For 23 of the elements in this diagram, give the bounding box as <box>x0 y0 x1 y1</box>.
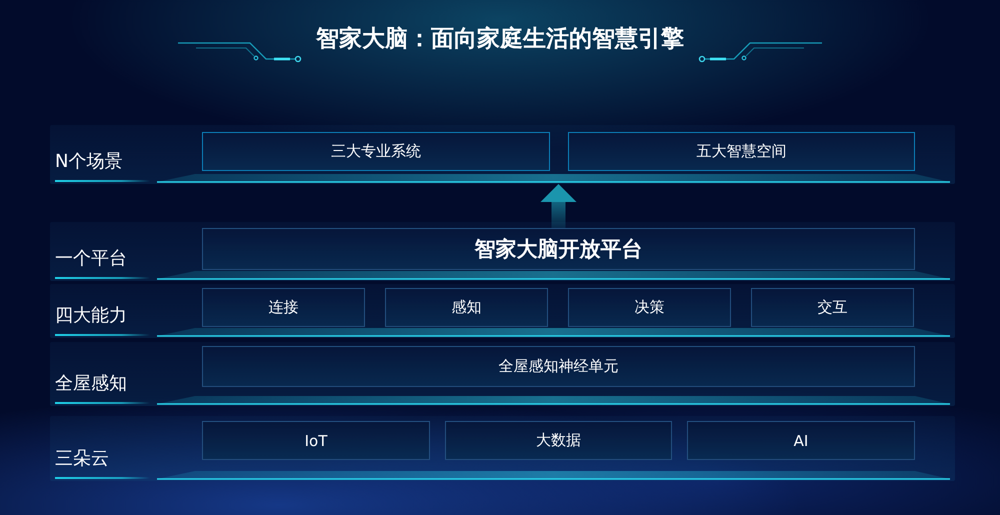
diagram-title: 智家大脑：面向家庭生活的智慧引擎 <box>316 25 684 54</box>
layer-label: 一个平台 <box>55 248 150 279</box>
module-box: 全屋感知神经单元 <box>202 346 915 387</box>
layer-label: 三朵云 <box>55 448 150 479</box>
module-box: 连接 <box>202 288 365 327</box>
layer-band <box>50 284 955 338</box>
arrow <box>540 184 576 228</box>
layer-band <box>50 222 955 281</box>
layer-label: N个场景 <box>55 151 150 182</box>
layer-band <box>50 125 955 184</box>
module-box: 感知 <box>385 288 548 327</box>
layer-band <box>50 342 955 406</box>
module-box: IoT <box>202 421 430 460</box>
module-box: 智家大脑开放平台 <box>202 228 915 270</box>
module-box: 三大专业系统 <box>202 132 550 171</box>
module-box: 决策 <box>568 288 731 327</box>
module-box: 交互 <box>751 288 914 327</box>
layer-label: 四大能力 <box>55 305 150 336</box>
module-box: 大数据 <box>445 421 672 460</box>
layer-label: 全屋感知 <box>55 373 150 404</box>
module-box: AI <box>687 421 915 460</box>
module-box: 五大智慧空间 <box>568 132 915 171</box>
layer-band <box>50 416 955 481</box>
